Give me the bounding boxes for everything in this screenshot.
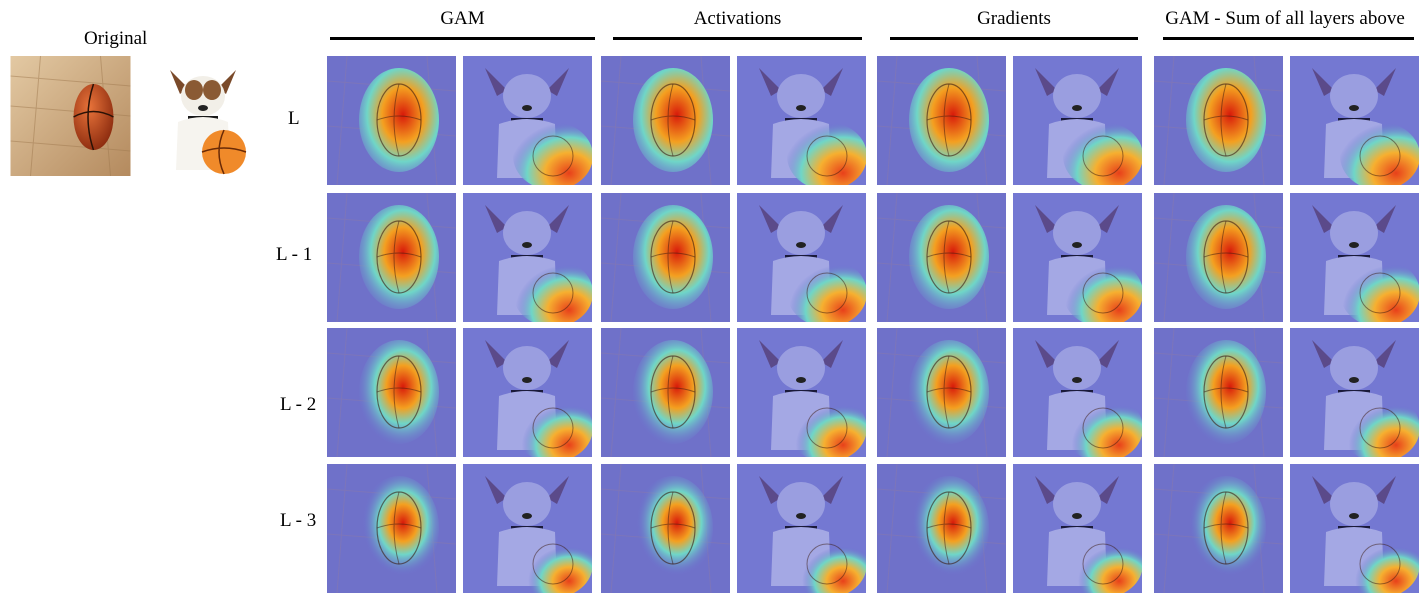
- heatmap-gam-l-2-ball: [327, 328, 456, 457]
- heatmap-activations-l-2-ball: [601, 328, 730, 457]
- heatmap-gam_sum-l-2-dog: [1290, 328, 1419, 457]
- original-label: Original: [84, 28, 148, 49]
- heatmap-gam_sum-l-ball: [1154, 56, 1283, 185]
- row-label-l-1: L - 1: [276, 244, 313, 265]
- original-dog-image: [150, 60, 256, 176]
- heatmap-gam-l-2-dog: [463, 328, 592, 457]
- heatmap-gam_sum-l-1-dog: [1290, 193, 1419, 322]
- column-rule-gam-sum: [1163, 37, 1414, 40]
- heatmap-gam_sum-l-3-dog: [1290, 464, 1419, 593]
- heatmap-gam_sum-l-dog: [1290, 56, 1419, 185]
- column-rule-activations: [613, 37, 862, 40]
- heatmap-gradients-l-1-dog: [1013, 193, 1142, 322]
- heatmap-gam-l-3-dog: [463, 464, 592, 593]
- heatmap-activations-l-ball: [601, 56, 730, 185]
- row-label-l: L: [288, 108, 300, 129]
- heatmap-gam_sum-l-1-ball: [1154, 193, 1283, 322]
- heatmap-gam-l-ball: [327, 56, 456, 185]
- column-header-gam-sum: GAM - Sum of all layers above: [1165, 8, 1405, 29]
- heatmap-activations-l-3-dog: [737, 464, 866, 593]
- heatmap-gradients-l-1-ball: [877, 193, 1006, 322]
- column-header-activations: Activations: [693, 8, 782, 29]
- heatmap-gam_sum-l-3-ball: [1154, 464, 1283, 593]
- original-basketball-image: [10, 56, 131, 176]
- heatmap-gam_sum-l-2-ball: [1154, 328, 1283, 457]
- heatmap-gradients-l-3-ball: [877, 464, 1006, 593]
- heatmap-gam-l-3-ball: [327, 464, 456, 593]
- heatmap-gam-l-1-dog: [463, 193, 592, 322]
- row-label-l-2: L - 2: [280, 394, 317, 415]
- heatmap-gradients-l-3-dog: [1013, 464, 1142, 593]
- heatmap-activations-l-1-dog: [737, 193, 866, 322]
- heatmap-activations-l-1-ball: [601, 193, 730, 322]
- heatmap-gam-l-1-ball: [327, 193, 456, 322]
- heatmap-gam-l-dog: [463, 56, 592, 185]
- column-header-gam: GAM: [440, 8, 485, 29]
- column-header-gradients: Gradients: [977, 8, 1051, 29]
- row-label-l-3: L - 3: [280, 510, 317, 531]
- heatmap-activations-l-dog: [737, 56, 866, 185]
- heatmap-gradients-l-2-dog: [1013, 328, 1142, 457]
- column-rule-gam: [330, 37, 595, 40]
- heatmap-activations-l-3-ball: [601, 464, 730, 593]
- column-rule-gradients: [890, 37, 1138, 40]
- heatmap-gradients-l-ball: [877, 56, 1006, 185]
- heatmap-gradients-l-dog: [1013, 56, 1142, 185]
- heatmap-gradients-l-2-ball: [877, 328, 1006, 457]
- heatmap-activations-l-2-dog: [737, 328, 866, 457]
